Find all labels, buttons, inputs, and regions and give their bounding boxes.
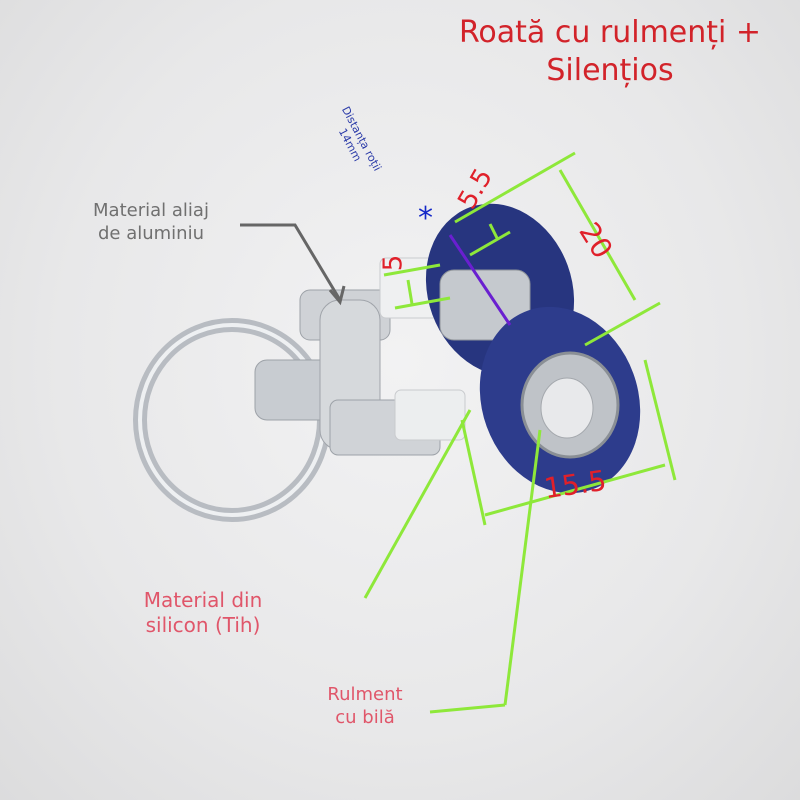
callout-bearing-line-2: cu bilă (335, 706, 395, 728)
callout-bearing-line-1: Rulment (327, 684, 403, 705)
asterisk-marker: * (418, 201, 433, 236)
axle-sleeve-bottom (394, 389, 466, 441)
callout-silicon-line-1: Material din (143, 588, 263, 612)
title-line-1: Roată cu rulmenți + (458, 15, 762, 50)
callout-aluminium-line-2: de aluminiu (97, 222, 204, 244)
dimension-axle-width: 5 (378, 254, 409, 272)
dimension-lines (363, 151, 677, 714)
wheel-distance-arrow (448, 234, 512, 326)
callout-aluminium: Material aliaj de aluminiu (66, 200, 236, 245)
callout-silicon: Material din silicon (Tih) (108, 588, 298, 638)
callout-aluminium-line-1: Material aliaj (93, 200, 209, 221)
callout-bearing: Rulment cu bilă (300, 684, 430, 729)
page-title: Roată cu rulmenți + Silențios (430, 14, 790, 89)
title-line-2: Silențios (546, 52, 674, 88)
callout-silicon-line-2: silicon (Tih) (145, 613, 261, 637)
